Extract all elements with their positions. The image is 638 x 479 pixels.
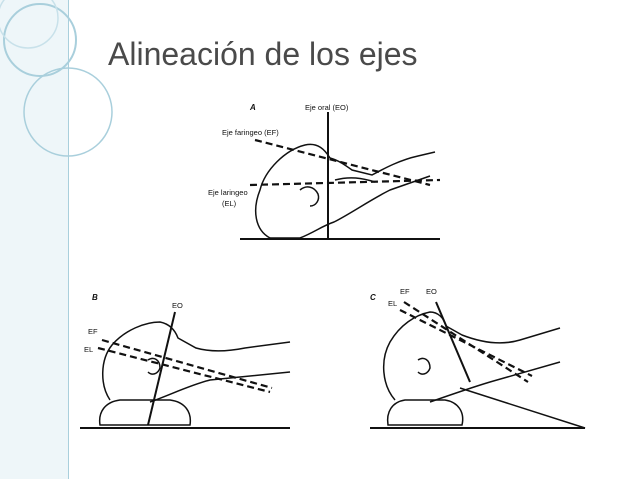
panel-b — [80, 311, 291, 429]
panel-b-oral-label: EO — [172, 301, 183, 310]
panel-c — [370, 301, 586, 429]
slide-title: Alineación de los ejes — [108, 36, 418, 72]
panel-c-letter: C — [370, 293, 376, 302]
panel-b-letter: B — [92, 293, 98, 302]
decorative-circles — [0, 0, 113, 157]
panel-a — [240, 112, 441, 240]
panel-c-pharyngeal-label: EF — [400, 287, 410, 296]
left-decorative-band — [0, 0, 113, 479]
panel-a-pharyngeal-label: Eje faringeo (EF) — [222, 128, 279, 137]
panel-a-oral-label: Eje oral (EO) — [305, 103, 349, 112]
panel-a-laryngeal-label-1: Eje laringeo — [208, 188, 248, 197]
panel-b-laryngeal-label: EL — [84, 345, 93, 354]
panel-b-pharyngeal-label: EF — [88, 327, 98, 336]
panel-c-oral-label: EO — [426, 287, 437, 296]
panel-c-laryngeal-label: EL — [388, 299, 397, 308]
panel-a-laryngeal-label-2: (EL) — [222, 199, 237, 208]
panel-a-letter: A — [249, 103, 256, 112]
